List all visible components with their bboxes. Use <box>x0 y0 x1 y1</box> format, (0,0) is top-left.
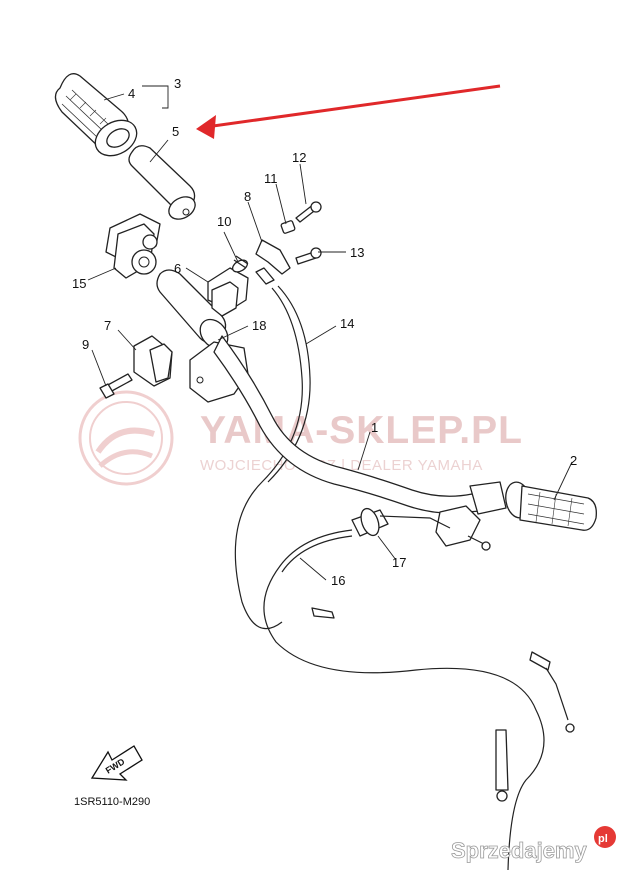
right-lever-assembly <box>435 505 491 551</box>
callout-12: 12 <box>292 150 306 165</box>
callout-7: 7 <box>104 318 111 333</box>
callout-5: 5 <box>172 124 179 139</box>
watermark-title: YAMA-SKLEP.PL <box>200 409 523 452</box>
throttle-tube <box>128 145 196 220</box>
watermark-logo <box>78 390 174 486</box>
left-grip <box>54 73 138 157</box>
throttle-cable <box>234 267 311 630</box>
callout-18: 18 <box>252 318 266 333</box>
bolt <box>99 373 133 399</box>
clutch-perch <box>207 267 249 317</box>
clutch-cable <box>263 507 575 871</box>
brand-badge-text: Sprzedajemy <box>451 838 587 863</box>
leader-lines <box>87 85 573 581</box>
throttle-housing <box>105 213 161 279</box>
screw-lower <box>295 247 322 265</box>
callout-6: 6 <box>174 261 181 276</box>
diagram-code: 1SR5110-M290 <box>74 796 150 808</box>
callout-2: 2 <box>570 453 577 468</box>
callout-9: 9 <box>82 337 89 352</box>
callout-15: 15 <box>72 276 86 291</box>
right-grip <box>469 481 597 531</box>
callout-17: 17 <box>392 555 406 570</box>
screw-upper <box>295 201 322 223</box>
callouts: 1 2 3 4 5 6 7 8 9 10 11 12 13 14 15 16 1… <box>72 76 577 588</box>
callout-16: 16 <box>331 573 345 588</box>
brand-badge-mark-icon <box>594 826 616 848</box>
collar <box>280 220 296 234</box>
callout-10: 10 <box>217 214 231 229</box>
red-arrow-icon <box>196 84 501 139</box>
callout-4: 4 <box>128 86 135 101</box>
callout-14: 14 <box>340 316 354 331</box>
callout-1: 1 <box>371 420 378 435</box>
watermark: YAMA-SKLEP.PL WOJCIECHOWICZ | DEALER YAM… <box>78 390 523 486</box>
brand-badge: Sprzedajemy pl <box>451 826 616 863</box>
fwd-arrow-icon: FWD <box>90 745 143 781</box>
callout-3: 3 <box>174 76 181 91</box>
cable-adjuster <box>231 255 249 273</box>
lever-bracket <box>133 335 173 387</box>
cable-guide-plate <box>255 239 291 275</box>
callout-13: 13 <box>350 245 364 260</box>
brand-badge-mark: pl <box>598 833 608 845</box>
callout-11: 11 <box>264 171 278 186</box>
callout-8: 8 <box>244 189 251 204</box>
watermark-subtitle: WOJCIECHOWICZ | DEALER YAMAHA <box>200 457 483 474</box>
